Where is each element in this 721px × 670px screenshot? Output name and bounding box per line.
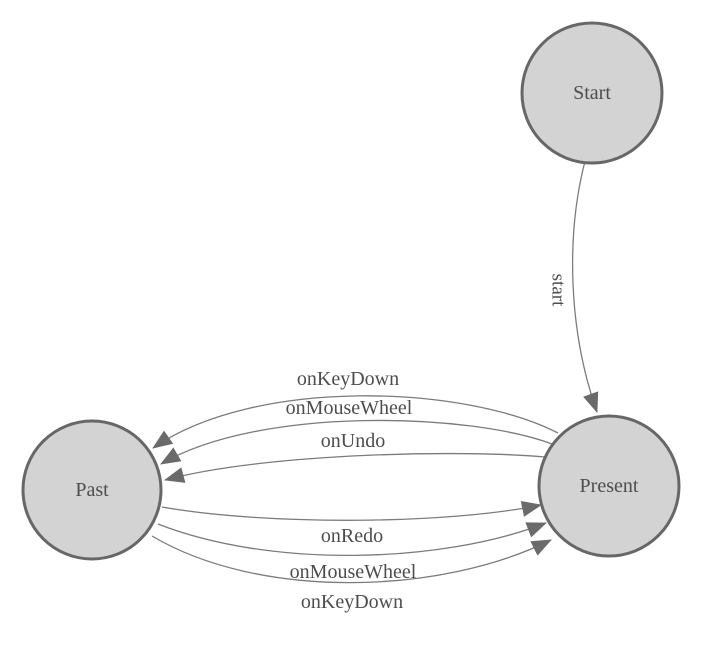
edge-group: [151, 160, 599, 584]
edge-label-onkeydown-bottom: onKeyDown: [301, 591, 403, 613]
edge-present-to-past-onmousewheel: [160, 419, 553, 465]
node-present-circle: [537, 414, 681, 558]
edge-present-to-past-onkeydown: [152, 395, 559, 449]
node-past: Past: [21, 419, 163, 561]
node-start: Start: [520, 21, 664, 165]
node-group: Start Past Present: [21, 21, 681, 561]
edge-label-start: start: [548, 274, 569, 307]
edge-present-to-past-onundo: [164, 452, 546, 483]
edge-label-onkeydown-top: onKeyDown: [297, 368, 399, 390]
edge-label-onmousewheel-top: onMouseWheel: [286, 397, 413, 419]
edge-start-to-present: [571, 160, 599, 413]
node-past-circle: [21, 419, 163, 561]
edge-past-to-present-onmousewheel: [157, 522, 547, 557]
node-present: Present: [537, 414, 681, 558]
edge-label-onundo: onUndo: [321, 430, 385, 452]
node-past-label: Past: [75, 479, 109, 501]
edge-label-group: start onKeyDown onMouseWheel onUndo onRe…: [286, 274, 569, 613]
node-present-label: Present: [580, 475, 639, 497]
node-start-circle: [520, 21, 664, 165]
edge-past-to-present-onredo: [161, 501, 542, 521]
edge-label-onmousewheel-bottom: onMouseWheel: [290, 561, 417, 583]
node-start-label: Start: [573, 82, 611, 104]
edge-past-to-present-onkeydown: [151, 535, 552, 584]
edge-label-onredo: onRedo: [321, 525, 383, 547]
